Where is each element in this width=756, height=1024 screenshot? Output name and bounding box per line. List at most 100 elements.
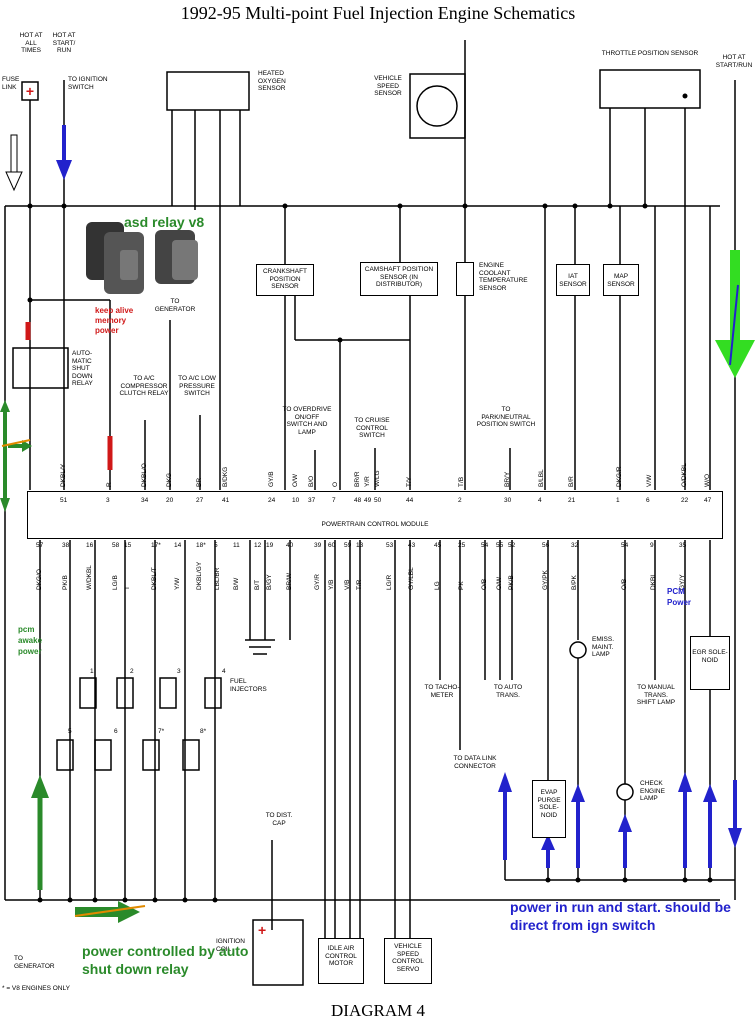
pcm-top-wire: BR/R (354, 471, 361, 487)
pcm-top-pin: 6 (646, 497, 650, 504)
fuel-injectors-label: FUEL INJECTORS (230, 678, 267, 693)
pcm-top-pin: 41 (222, 497, 230, 504)
pcm-bottom-wire: LBL/BR (214, 567, 221, 590)
pcm-bottom-wire: O/B (481, 578, 488, 590)
pcm-top-pin: 4 (538, 497, 542, 504)
pcm-bottom-wire: O/B (621, 578, 628, 590)
pcm-top-wire: R (106, 482, 113, 487)
pcm-top-wire: BR/Y (504, 471, 511, 487)
pcm-top-pin: 50 (374, 497, 382, 504)
to-manual-shift-label: TO MANUAL TRANS. SHIFT LAMP (636, 684, 676, 706)
injector-number: 5 (68, 728, 72, 735)
keep-alive-note: keep alive memory power (95, 306, 134, 335)
power-run-start-note: power in run and start. should be direct… (510, 899, 731, 933)
injector-number: 2 (130, 668, 134, 675)
pcm-top-wire: Y/R (364, 476, 371, 487)
injector-number: 3 (177, 668, 181, 675)
pcm-top-pin: 47 (704, 497, 712, 504)
pcm-bottom-wire: DKG/O (36, 569, 43, 590)
pcm-top-wire: O/DKBL (681, 463, 688, 487)
pcm-top-wire: DKBL/O (141, 463, 148, 487)
injector-number: 6 (114, 728, 118, 735)
page-title: 1992-95 Multi-point Fuel Injection Engin… (180, 3, 576, 23)
pcm-top-wire: GY/B (268, 471, 275, 487)
vss-label: VEHICLE SPEED SENSOR (374, 75, 402, 97)
to-generator-top-label: TO GENERATOR (154, 298, 196, 313)
pcm-bottom-pin: 43 (408, 542, 416, 549)
coolant-sensor-label: ENGINE COOLANT TEMPERATURE SENSOR (479, 262, 528, 292)
pcm-bottom-pin: 54 (621, 542, 629, 549)
pcm-bottom-pin: 57 (36, 542, 44, 549)
injector-number: 8* (200, 728, 207, 735)
pcm-top-wire: T/Y (406, 476, 413, 487)
pcm-bottom-pin: 15 (124, 542, 132, 549)
pcm-bottom-wire: LG/R (386, 574, 393, 590)
pcm-power-note: PCM Power (667, 587, 692, 607)
pcm-top-pin: 2 (458, 497, 462, 504)
pcm-bottom-pin: 38 (62, 542, 70, 549)
to-ac-low-label: TO A/C LOW PRESSURE SWITCH (178, 375, 216, 397)
pcm-bottom-pin: 39 (314, 542, 322, 549)
pcm-bottom-pin: 16 (86, 542, 94, 549)
pcm-bottom-pin: 12 (254, 542, 262, 549)
crankshaft-sensor: CRANKSHAFT POSITION SENSOR (256, 264, 314, 296)
powertrain-control-module: POWERTRAIN CONTROL MODULE (27, 491, 723, 539)
pcm-bottom-wire: B/T (254, 579, 261, 590)
pcm-top-pin: 21 (568, 497, 576, 504)
pcm-top-wire: DKBL/Y (60, 463, 67, 487)
pcm-bottom-wire: W/DKBL (86, 565, 93, 590)
tps-label: THROTTLE POSITION SENSOR (601, 50, 699, 57)
pcm-bottom-pin: 19 (266, 542, 274, 549)
pcm-bottom-pin: 5 (214, 542, 218, 549)
pcm-top-wire: O/W (292, 474, 299, 487)
pcm-top-pin: 24 (268, 497, 276, 504)
pcm-top-wire: V/W (646, 474, 653, 487)
pcm-top-wire: DKG/R (616, 466, 623, 487)
check-engine-label: CHECK ENGINE LAMP (640, 780, 665, 802)
pcm-bottom-wire: B/W (233, 577, 240, 590)
pcm-bottom-wire: PK/B (508, 575, 515, 590)
to-tachometer-label: TO TACHO-METER (424, 684, 460, 699)
to-cruise-label: TO CRUISE CONTROL SWITCH (354, 417, 390, 439)
pcm-bottom-pin: 32 (571, 542, 579, 549)
pcm-top-wire: B/O (308, 475, 315, 487)
pcm-bottom-wire: Y/W (174, 577, 181, 590)
pcm-bottom-wire: DKBL/GY (196, 561, 203, 590)
pcm-bottom-wire: DKBL/T (151, 567, 158, 590)
pcm-bottom-pin: 58 (112, 542, 120, 549)
diagram-label: DIAGRAM 4 (331, 1001, 425, 1020)
idle-air-control-motor: IDLE AIR CONTROL MOTOR (318, 938, 364, 984)
pcm-bottom-pin: 35 (679, 542, 687, 549)
vehicle-speed-control-servo: VEHICLE SPEED CONTROL SERVO (384, 938, 432, 984)
evap-purge-solenoid: EVAP PURGE SOLE-NOID (532, 780, 566, 838)
pcm-top-pin: 51 (60, 497, 68, 504)
pcm-top-wire: W/LG (374, 470, 381, 487)
pcm-top-pin: 20 (166, 497, 174, 504)
pcm-bottom-wire: LG (434, 581, 441, 590)
pcm-top-pin: 48 (354, 497, 362, 504)
pcm-bottom-pin: 25 (458, 542, 466, 549)
pcm-label: POWERTRAIN CONTROL MODULE (321, 521, 429, 528)
pcm-top-pin: 1 (616, 497, 620, 504)
pcm-bottom-pin: 14 (174, 542, 182, 549)
pcm-bottom-wire: LG/B (112, 575, 119, 590)
pcm-bottom-wire: V/B (344, 579, 351, 590)
to-generator-bottom-label: TO GENERATOR (14, 955, 55, 970)
ignition-coil-label: IGNITION COIL (216, 938, 245, 953)
coolant-sensor-box (456, 262, 474, 296)
pcm-bottom-wire: Y/B (328, 579, 335, 590)
heated-o2-label: HEATED OXYGEN SENSOR (258, 70, 286, 92)
pcm-bottom-wire: GY/LBL (408, 567, 415, 590)
injector-number: 4 (222, 668, 226, 675)
pcm-top-wire: W/O (704, 474, 711, 487)
pcm-bottom-wire: T/R (356, 579, 363, 590)
asd-relay-v8-note: asd relay v8 (124, 214, 205, 230)
to-park-neutral-label: TO PARK/NEUTRAL POSITION SWITCH (476, 406, 536, 428)
to-dist-cap-label: TO DIST. CAP (265, 812, 293, 827)
injector-number: 1 (90, 668, 94, 675)
pcm-bottom-wire: GY/PK (542, 570, 549, 590)
pcm-top-pin: 44 (406, 497, 414, 504)
fuse-link-label: FUSE LINK (2, 76, 20, 91)
iat-sensor: IAT SENSOR (556, 264, 590, 296)
